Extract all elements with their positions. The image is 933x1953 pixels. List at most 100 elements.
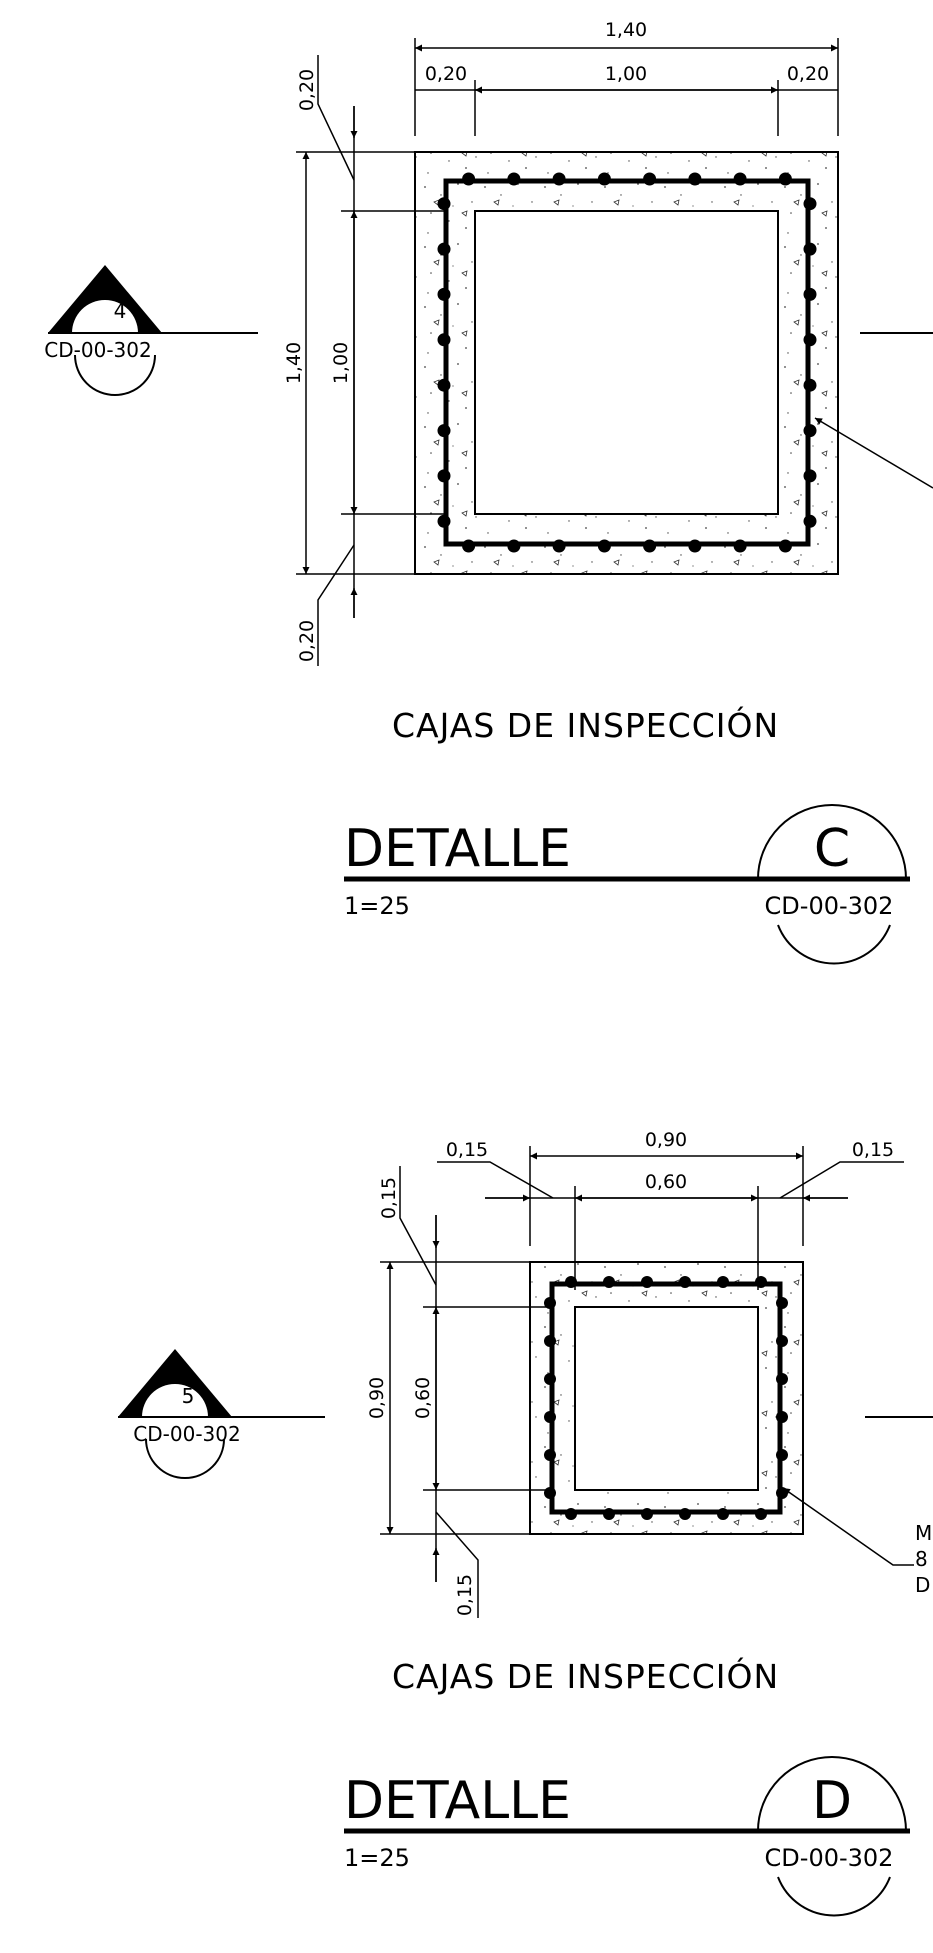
rebar-dot bbox=[437, 424, 451, 438]
rebar-dot bbox=[552, 539, 566, 553]
detail-d-dim-left-mid: 0,60 bbox=[412, 1377, 434, 1419]
rebar-dot bbox=[544, 1297, 556, 1309]
detail-d-outer-outline bbox=[529, 1261, 804, 1535]
detail-c-dim-top-total: 1,40 bbox=[605, 19, 647, 41]
detail-c-dim-top-left: 0,20 bbox=[425, 63, 467, 85]
rebar-dot bbox=[565, 1276, 577, 1288]
rebar-dot bbox=[437, 197, 451, 211]
rebar-dot bbox=[544, 1373, 556, 1385]
rebar-dot bbox=[776, 1297, 788, 1309]
detail-c-dim-left-bot: 0,20 bbox=[296, 620, 318, 662]
detail-c-rebar-dots bbox=[437, 172, 817, 553]
detail-c-section-sheet: CD-00-302 bbox=[44, 338, 151, 362]
detail-c-label: DETALLE bbox=[344, 819, 571, 879]
rebar-dot bbox=[462, 172, 476, 186]
rebar-dot bbox=[688, 539, 702, 553]
detail-c-box-plan bbox=[414, 151, 839, 575]
detail-c-scale: 1=25 bbox=[344, 892, 410, 920]
detail-c-callout-letter: C bbox=[814, 819, 850, 879]
rebar-dot bbox=[437, 333, 451, 347]
rebar-dot bbox=[803, 333, 817, 347]
rebar-dot bbox=[552, 172, 566, 186]
rebar-dot bbox=[755, 1508, 767, 1520]
rebar-dot bbox=[544, 1449, 556, 1461]
rebar-dot bbox=[462, 539, 476, 553]
detail-d-section-marker: 5 CD-00-302 bbox=[118, 1349, 325, 1479]
rebar-dot bbox=[776, 1449, 788, 1461]
detail-d-note-line-2: 8 bbox=[915, 1547, 928, 1571]
rebar-dot bbox=[597, 172, 611, 186]
rebar-dot bbox=[437, 378, 451, 392]
rebar-dot bbox=[544, 1411, 556, 1423]
rebar-dot bbox=[679, 1276, 691, 1288]
rebar-dot bbox=[803, 242, 817, 256]
rebar-dot bbox=[733, 172, 747, 186]
rebar-dot bbox=[437, 242, 451, 256]
detail-c-dim-left-mid: 1,00 bbox=[330, 342, 352, 384]
detail-c-dim-top-right: 0,20 bbox=[787, 63, 829, 85]
detail-d-note-line-1: M bbox=[915, 1521, 932, 1545]
detail-c-concrete-wall bbox=[415, 152, 838, 574]
detail-d-concrete-wall bbox=[530, 1262, 803, 1534]
detail-d-callout-sheet: CD-00-302 bbox=[765, 1844, 894, 1872]
detail-d-dim-top-left: 0,15 bbox=[446, 1139, 488, 1161]
rebar-dot bbox=[544, 1335, 556, 1347]
detail-d-callout-letter: D bbox=[812, 1771, 852, 1831]
detail-c-rebar-cage bbox=[443, 178, 811, 547]
rebar-dot bbox=[437, 469, 451, 483]
detail-d-section-number: 5 bbox=[182, 1384, 195, 1408]
detail-c: 1,40 0,20 1,00 0,20 0,20 1,40 1,00 0,20 bbox=[44, 19, 933, 965]
detail-c-caption: CAJAS DE INSPECCIÓN bbox=[392, 705, 779, 745]
rebar-dot bbox=[733, 539, 747, 553]
detail-d-note-line-3: D bbox=[915, 1573, 930, 1597]
rebar-dot bbox=[803, 378, 817, 392]
rebar-dot bbox=[643, 172, 657, 186]
rebar-dot bbox=[565, 1508, 577, 1520]
rebar-dot bbox=[437, 287, 451, 301]
detail-d-leader: M 8 D bbox=[782, 1487, 932, 1597]
detail-c-title-block: DETALLE 1=25 C CD-00-302 bbox=[344, 804, 910, 965]
detail-c-dim-top-mid: 1,00 bbox=[605, 63, 647, 85]
rebar-dot bbox=[778, 539, 792, 553]
rebar-dot bbox=[507, 539, 521, 553]
detail-c-leader bbox=[814, 417, 933, 489]
detail-d-box-plan bbox=[529, 1261, 804, 1535]
detail-d-dim-left-top: 0,15 bbox=[378, 1177, 400, 1219]
detail-d-label: DETALLE bbox=[344, 1771, 571, 1831]
rebar-dot bbox=[778, 172, 792, 186]
rebar-dot bbox=[544, 1487, 556, 1499]
rebar-dot bbox=[679, 1508, 691, 1520]
detail-c-dim-left-total: 1,40 bbox=[283, 342, 305, 384]
detail-d-rebar-cage bbox=[549, 1281, 783, 1515]
detail-d-rebar-dots bbox=[544, 1276, 788, 1520]
rebar-dot bbox=[803, 424, 817, 438]
detail-d: 0,15 0,90 0,60 0,15 0,15 0,90 0,60 0,15 bbox=[118, 1129, 933, 1917]
rebar-dot bbox=[803, 514, 817, 528]
detail-c-callout-sheet: CD-00-302 bbox=[765, 892, 894, 920]
rebar-dot bbox=[776, 1335, 788, 1347]
rebar-dot bbox=[717, 1508, 729, 1520]
detail-d-vertical-dims: 0,15 0,90 0,60 0,15 bbox=[366, 1166, 552, 1618]
detail-c-vertical-dims: 0,20 1,40 1,00 0,20 bbox=[283, 55, 446, 666]
detail-c-outer-outline bbox=[414, 151, 839, 575]
detail-d-inner-outline bbox=[574, 1306, 759, 1491]
detail-d-section-sheet: CD-00-302 bbox=[133, 1422, 240, 1446]
rebar-dot bbox=[755, 1276, 767, 1288]
detail-c-section-number: 4 bbox=[114, 299, 127, 323]
detail-c-inner-outline bbox=[474, 210, 779, 515]
detail-c-horizontal-dims: 1,40 0,20 1,00 0,20 bbox=[414, 19, 839, 136]
detail-c-section-marker: 4 CD-00-302 bbox=[44, 265, 258, 396]
detail-d-dim-left-bot: 0,15 bbox=[454, 1574, 476, 1616]
rebar-dot bbox=[776, 1411, 788, 1423]
detail-d-dim-top-mid: 0,60 bbox=[645, 1171, 687, 1193]
rebar-dot bbox=[776, 1487, 788, 1499]
rebar-dot bbox=[437, 514, 451, 528]
detail-d-horizontal-dims: 0,15 0,90 0,60 0,15 bbox=[437, 1129, 904, 1290]
rebar-dot bbox=[597, 539, 611, 553]
detail-d-title-block: DETALLE 1=25 D CD-00-302 bbox=[344, 1756, 910, 1917]
detail-c-dim-left-top: 0,20 bbox=[296, 69, 318, 111]
detail-d-dim-top-total: 0,90 bbox=[645, 1129, 687, 1151]
rebar-dot bbox=[776, 1373, 788, 1385]
detail-d-dim-top-right: 0,15 bbox=[852, 1139, 894, 1161]
